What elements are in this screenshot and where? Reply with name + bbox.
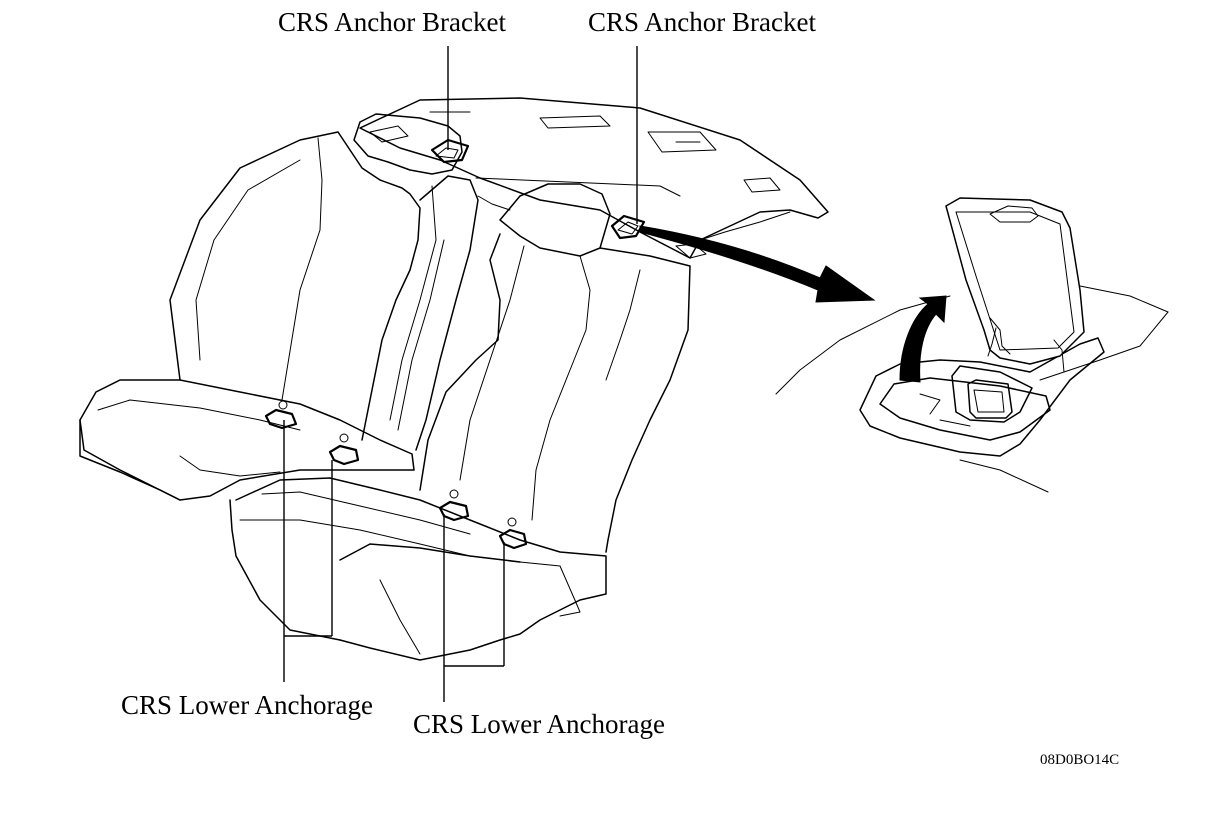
right-seat-back: [419, 183, 691, 553]
lower-anchorage-markers: [264, 400, 528, 550]
left-seat-cushion: [79, 379, 415, 641]
anchor-bracket-label-right: CRS Anchor Bracket: [588, 7, 816, 37]
lower-anchorage-label-right: CRS Lower Anchorage: [413, 709, 665, 739]
lower-anchorage-label-left: CRS Lower Anchorage: [121, 690, 373, 720]
center-section: [389, 175, 479, 451]
detail-anchor-bracket: [775, 197, 1169, 493]
left-seat-back: [169, 113, 470, 441]
figure-code: 08D0BO14C: [1040, 752, 1120, 768]
package-tray: [359, 97, 829, 259]
leader-lines: [283, 46, 638, 702]
right-seat-cushion: [235, 477, 607, 661]
anchor-bracket-label-left: CRS Anchor Bracket: [278, 7, 506, 37]
detail-arrow: [639, 225, 876, 303]
